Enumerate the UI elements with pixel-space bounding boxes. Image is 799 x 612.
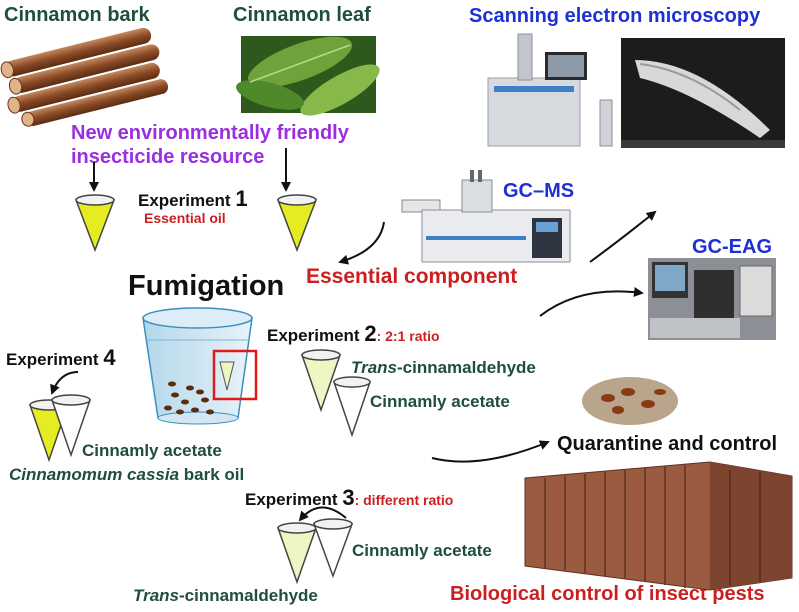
sem-instrument-image — [487, 33, 613, 147]
experiment-2-word: Experiment — [267, 326, 360, 345]
experiment-1-label: Experiment 1 — [138, 186, 248, 212]
fumigation-jar — [142, 307, 253, 425]
label-fumigation: Fumigation — [128, 270, 285, 302]
trans-prefix: Trans — [351, 358, 397, 377]
cinnamon-bark-image — [0, 27, 169, 127]
label-essential-component: Essential component — [306, 265, 518, 288]
arrow-to-gceag — [539, 287, 644, 317]
arrow-gcms-to-component — [338, 221, 385, 265]
trans-prefix-3: Trans — [133, 586, 179, 605]
experiment-4-cassia-oil: Cinnamomum cassia bark oil — [9, 465, 244, 485]
trans-suffix: -cinnamaldehyde — [397, 358, 536, 377]
arrow-experiment-3 — [298, 506, 347, 522]
experiment-2-compound-acetate: Cinnamly acetate — [370, 392, 510, 411]
gceag-instrument-image — [648, 258, 776, 340]
label-biocontrol: Biological control of insect pests — [450, 583, 765, 605]
shipping-container-image — [524, 461, 793, 591]
experiment-2-tube-trans — [300, 349, 342, 413]
experiment-2-note: : 2:1 ratio — [376, 328, 440, 344]
experiment-1-note: Essential oil — [144, 210, 226, 226]
label-gceag: GC-EAG — [692, 236, 772, 258]
label-resource-line1: New environmentally friendly — [71, 122, 349, 144]
trans-suffix-3: -cinnamaldehyde — [179, 586, 318, 605]
cassia-rest: bark oil — [179, 465, 245, 484]
experiment-3-label: Experiment 3: different ratio — [245, 485, 453, 511]
experiment-3-compound-trans: Trans-cinnamaldehyde — [133, 586, 318, 606]
experiment-3-tube-acetate — [312, 518, 354, 579]
cassia-italic: Cinnamomum cassia — [9, 465, 180, 484]
label-sem: Scanning electron microscopy — [469, 5, 761, 27]
experiment-3-compound-acetate: Cinnamly acetate — [352, 541, 492, 560]
arrow-experiment-4 — [50, 371, 79, 395]
label-resource-line2: insecticide resource — [71, 146, 265, 168]
cinnamon-leaf-image — [236, 36, 380, 116]
arrow-to-sem — [589, 210, 657, 263]
experiment-4-label: Experiment 4 — [6, 345, 116, 371]
experiment-2-label: Experiment 2: 2:1 ratio — [267, 321, 440, 347]
experiment-2-number: 2 — [364, 321, 377, 346]
experiment-3-word: Experiment — [245, 490, 338, 509]
experiment-3-number: 3 — [342, 485, 355, 510]
ants-image — [582, 377, 678, 425]
experiment-4-word: Experiment — [6, 350, 99, 369]
experiment-1-tube-right — [276, 194, 318, 253]
highlight-box — [212, 349, 258, 401]
experiment-4-compound-acetate: Cinnamly acetate — [82, 441, 222, 460]
experiment-1-word: Experiment — [138, 191, 231, 210]
experiment-2-tube-acetate — [332, 376, 372, 438]
arrow-to-quarantine — [431, 440, 550, 463]
label-gcms: GC–MS — [503, 180, 575, 202]
experiment-3-note: : different ratio — [354, 492, 454, 508]
experiment-4-tube-acetate — [50, 394, 92, 458]
experiment-1-number: 1 — [235, 186, 248, 211]
experiment-1-tube-left — [74, 194, 116, 253]
experiment-3-tube-trans — [276, 522, 318, 585]
label-cinnamon-bark: Cinnamon bark — [4, 4, 150, 26]
gcms-instrument-image — [401, 170, 571, 263]
experiment-2-compound-trans: Trans-cinnamaldehyde — [351, 358, 536, 378]
sem-micrograph-image — [621, 38, 785, 148]
experiment-4-number: 4 — [103, 345, 116, 370]
label-quarantine: Quarantine and control — [557, 433, 778, 455]
label-cinnamon-leaf: Cinnamon leaf — [233, 4, 371, 26]
